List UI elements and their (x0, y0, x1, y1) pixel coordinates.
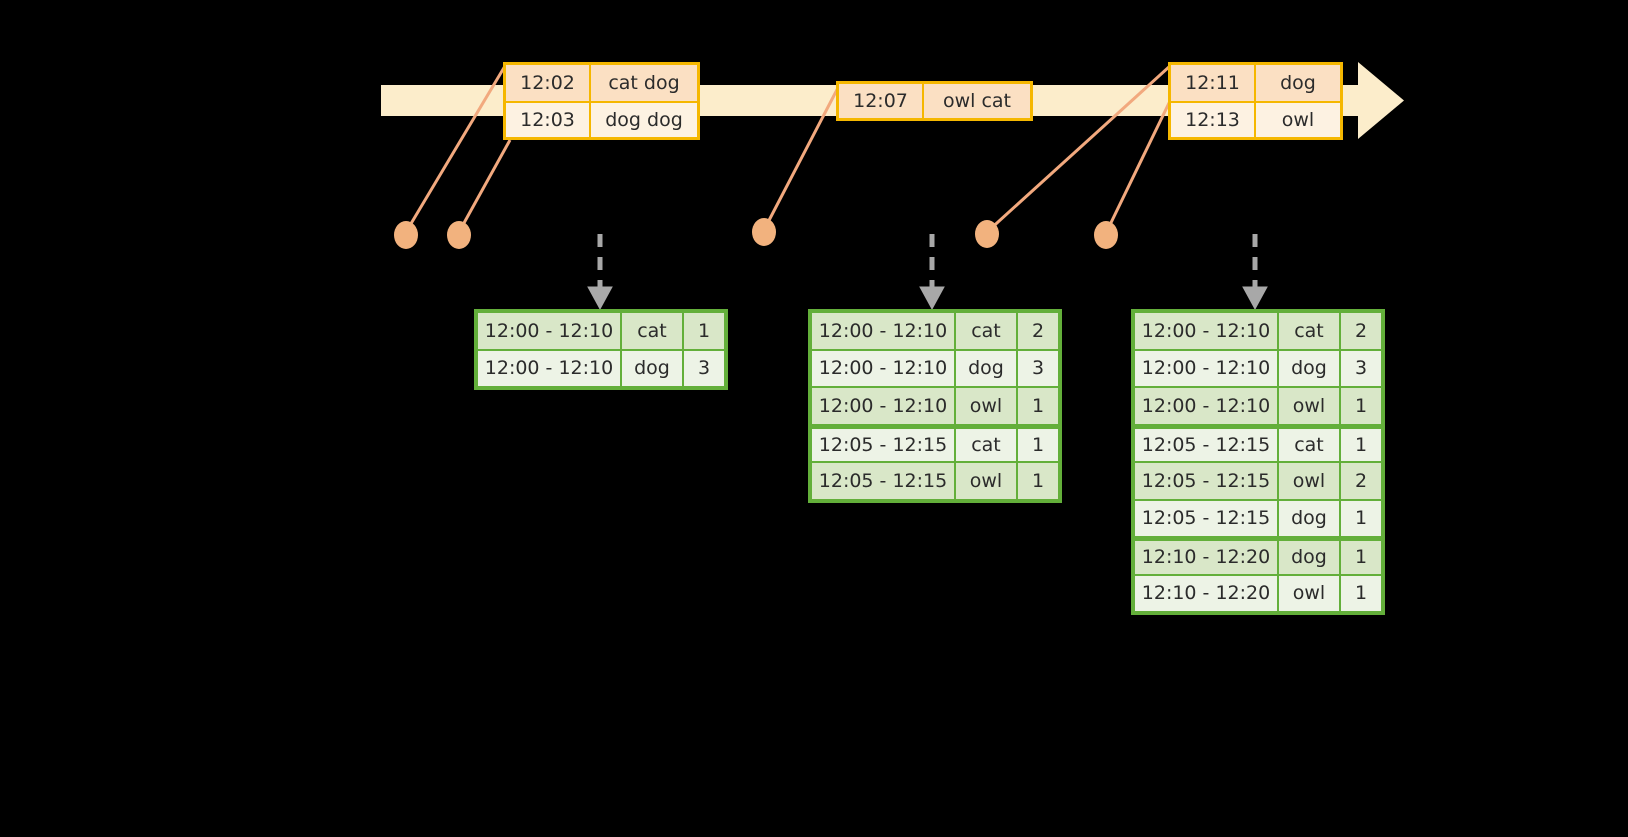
table-cell-window: 12:10 - 12:20 (1134, 540, 1278, 575)
event-row[interactable]: 12:13 owl (1171, 100, 1340, 137)
table-cell-window: 12:00 - 12:10 (477, 312, 621, 350)
table-cell-count: 1 (1017, 387, 1059, 425)
table-cell-count: 1 (1340, 499, 1382, 537)
table-cell-window: 12:05 - 12:15 (1134, 462, 1278, 500)
table-cell-word: dog (1278, 499, 1340, 537)
table-cell-word: cat (621, 312, 683, 350)
table-cell-window: 12:00 - 12:10 (811, 349, 955, 387)
marker-dot-4 (975, 220, 999, 248)
table-cell-window: 12:00 - 12:10 (811, 387, 955, 425)
table-cell-count: 1 (1340, 574, 1382, 612)
event-box-group-3[interactable]: 12:11 dog 12:13 owl (1168, 62, 1343, 140)
table-cell-count: 1 (683, 312, 725, 350)
table-cell-word: owl (1278, 462, 1340, 500)
event-time: 12:07 (839, 84, 924, 118)
event-words: cat dog (608, 71, 680, 94)
event-time: 12:02 (506, 65, 591, 101)
connector-line-3 (762, 81, 843, 231)
event-row[interactable]: 12:11 dog (1171, 65, 1340, 101)
table-cell-window: 12:05 - 12:15 (1134, 499, 1278, 537)
connector-line-2 (457, 139, 512, 233)
connector-line-5 (1104, 100, 1172, 234)
event-time: 12:13 (1171, 102, 1256, 137)
down-arrow-1 (587, 234, 613, 311)
table-cell-window: 12:00 - 12:10 (1134, 387, 1278, 425)
table-cell-count: 2 (1340, 312, 1382, 350)
table-cell-word: cat (955, 312, 1017, 350)
event-words: dog dog (605, 108, 683, 131)
table-cell-count: 1 (1340, 387, 1382, 425)
event-row[interactable]: 12:02 cat dog (506, 65, 697, 101)
event-row[interactable]: 12:07 owl cat (839, 84, 1030, 118)
table-cell-count: 1 (1340, 427, 1382, 462)
table-cell-count: 1 (1340, 540, 1382, 575)
table-cell-count: 2 (1340, 462, 1382, 500)
down-arrow-3 (1242, 234, 1268, 311)
table-cell-window: 12:05 - 12:15 (811, 462, 955, 500)
event-words: owl (1281, 108, 1315, 131)
table-cell-count: 3 (683, 349, 725, 387)
connector-line-1 (404, 65, 507, 233)
table-cell-word: owl (1278, 387, 1340, 425)
marker-dot-1 (394, 221, 418, 249)
marker-dots (394, 218, 1118, 249)
event-time: 12:11 (1171, 65, 1256, 101)
table-cell-word: cat (1278, 427, 1340, 462)
event-words: dog (1280, 71, 1316, 94)
table-cell-window: 12:00 - 12:10 (1134, 312, 1278, 350)
table-cell-word: owl (1278, 574, 1340, 612)
event-box-group-2[interactable]: 12:07 owl cat (836, 81, 1033, 121)
event-row[interactable]: 12:03 dog dog (506, 100, 697, 137)
event-words: owl cat (942, 90, 1012, 112)
table-cell-word: dog (1278, 349, 1340, 387)
table-cell-window: 12:10 - 12:20 (1134, 574, 1278, 612)
table-cell-count: 1 (1017, 427, 1059, 462)
table-cell-count: 3 (1017, 349, 1059, 387)
marker-dot-2 (447, 221, 471, 249)
marker-dot-5 (1094, 221, 1118, 249)
event-time: 12:03 (506, 102, 591, 137)
table-cell-word: dog (621, 349, 683, 387)
down-arrows (587, 234, 1268, 311)
table-cell-window: 12:00 - 12:10 (811, 312, 955, 350)
down-arrow-2 (919, 234, 945, 311)
table-cell-window: 12:00 - 12:10 (477, 349, 621, 387)
table-cell-count: 2 (1017, 312, 1059, 350)
table-cell-word: dog (1278, 540, 1340, 575)
event-box-group-1[interactable]: 12:02 cat dog 12:03 dog dog (503, 62, 700, 140)
table-cell-word: owl (955, 387, 1017, 425)
table-cell-word: cat (1278, 312, 1340, 350)
table-cell-window: 12:05 - 12:15 (1134, 427, 1278, 462)
table-cell-word: dog (955, 349, 1017, 387)
table-cell-word: owl (955, 462, 1017, 500)
table-cell-word: cat (955, 427, 1017, 462)
table-cell-window: 12:00 - 12:10 (1134, 349, 1278, 387)
table-cell-count: 3 (1340, 349, 1382, 387)
table-cell-window: 12:05 - 12:15 (811, 427, 955, 462)
table-cell-count: 1 (1017, 462, 1059, 500)
marker-dot-3 (752, 218, 776, 246)
